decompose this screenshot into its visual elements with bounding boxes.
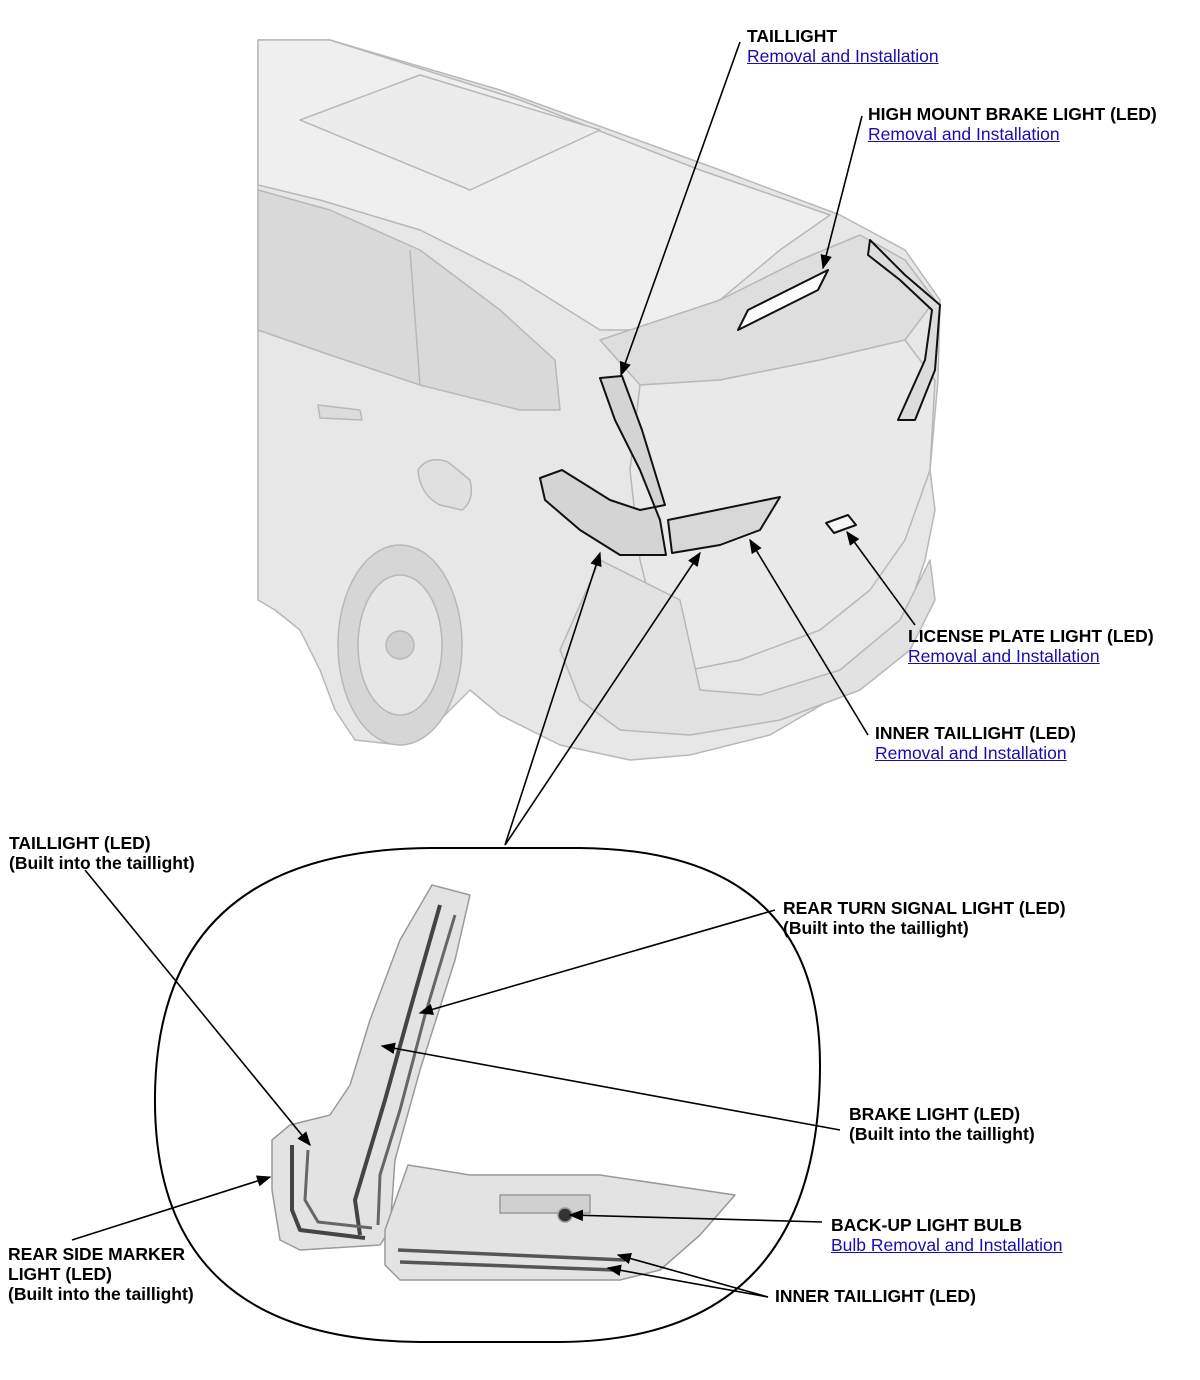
leader-brake (380, 1042, 841, 1131)
label-rear-turn-signal: REAR TURN SIGNAL LIGHT (LED) (Built into… (783, 898, 1066, 938)
inner-taillight-shape (667, 496, 781, 554)
taillight-removal-link[interactable]: Removal and Installation (747, 46, 939, 66)
license-plate-light-shape (825, 514, 857, 534)
leader-lines (71, 41, 916, 1298)
label-license-title: LICENSE PLATE LIGHT (LED) (908, 626, 1154, 646)
label-rear-turn-line2: (Built into the taillight) (783, 918, 969, 938)
leader-inner-taillight-top (749, 538, 869, 736)
label-taillight-led-line2: (Built into the taillight) (9, 853, 195, 873)
label-brake-line1: BRAKE LIGHT (LED) (849, 1104, 1021, 1124)
leader-taillight (619, 41, 741, 377)
inner-taillight-removal-link[interactable]: Removal and Installation (875, 743, 1067, 763)
inner-taillight-housing (384, 1164, 736, 1281)
leader-detail-2 (504, 551, 701, 846)
label-brake-line2: (Built into the taillight) (849, 1124, 1035, 1144)
vehicle-illustration (257, 39, 941, 761)
leader-rear-side-marker (71, 1175, 272, 1241)
taillight-shape (539, 375, 667, 556)
label-inner-taillight-bottom-title: INNER TAILLIGHT (LED) (775, 1286, 976, 1306)
vehicle-lights (539, 239, 941, 556)
inner-taillight-strips (397, 1248, 626, 1272)
label-taillight-led-line1: TAILLIGHT (LED) (9, 833, 151, 853)
label-rear-side-marker: REAR SIDE MARKER LIGHT (LED) (Built into… (8, 1244, 194, 1304)
fuel-door (417, 459, 473, 511)
leader-inner-taillight-bottom-2 (606, 1264, 769, 1298)
high-mount-removal-link[interactable]: Removal and Installation (868, 124, 1060, 144)
label-taillight-led: TAILLIGHT (LED) (Built into the tailligh… (9, 833, 195, 873)
label-license-plate-light: LICENSE PLATE LIGHT (LED) Removal and In… (908, 626, 1154, 666)
leader-detail-1 (504, 551, 602, 846)
door-handle (317, 404, 363, 421)
side-window-divider (409, 249, 421, 386)
high-mount-brake-light-shape (737, 269, 829, 331)
label-taillight-title: TAILLIGHT (747, 26, 838, 46)
leader-license (846, 530, 916, 626)
label-inner-taillight-top: INNER TAILLIGHT (LED) Removal and Instal… (875, 723, 1076, 763)
leader-high-mount (820, 115, 863, 270)
leader-taillight-led (84, 869, 311, 1147)
backup-bulb-socket (557, 1207, 573, 1223)
label-brake-light: BRAKE LIGHT (LED) (Built into the tailli… (849, 1104, 1035, 1144)
taillight-lens-strip-inner (303, 914, 457, 1230)
taillight-lens-strip-outer (290, 904, 442, 1240)
label-backup-title: BACK-UP LIGHT BULB (831, 1215, 1023, 1235)
detail-outline (153, 847, 822, 1343)
label-rear-turn-line1: REAR TURN SIGNAL LIGHT (LED) (783, 898, 1066, 918)
label-high-mount-brake-light: HIGH MOUNT BRAKE LIGHT (LED) Removal and… (868, 104, 1157, 144)
label-rear-side-marker-line3: (Built into the taillight) (8, 1284, 194, 1304)
label-inner-taillight-title: INNER TAILLIGHT (LED) (875, 723, 1076, 743)
label-backup-light-bulb: BACK-UP LIGHT BULB Bulb Removal and Inst… (831, 1215, 1063, 1255)
label-rear-side-marker-line2: LIGHT (LED) (8, 1264, 113, 1284)
leader-inner-taillight-bottom-1 (616, 1252, 769, 1298)
label-rear-side-marker-line1: REAR SIDE MARKER (8, 1244, 185, 1264)
label-high-mount-title: HIGH MOUNT BRAKE LIGHT (LED) (868, 104, 1157, 124)
taillight-assembly-detail (271, 884, 736, 1281)
side-window (257, 189, 561, 411)
sunroof (299, 74, 601, 191)
backup-bulb-removal-link[interactable]: Bulb Removal and Installation (831, 1235, 1063, 1255)
leader-backup (568, 1209, 823, 1223)
rear-wheel-hub (385, 630, 415, 660)
label-taillight: TAILLIGHT Removal and Installation (747, 26, 939, 66)
leader-rear-turn (418, 909, 776, 1015)
right-taillight-shape (867, 239, 941, 421)
license-removal-link[interactable]: Removal and Installation (908, 646, 1100, 666)
label-inner-taillight-bottom: INNER TAILLIGHT (LED) (775, 1286, 976, 1306)
inner-taillight-window (499, 1194, 591, 1214)
